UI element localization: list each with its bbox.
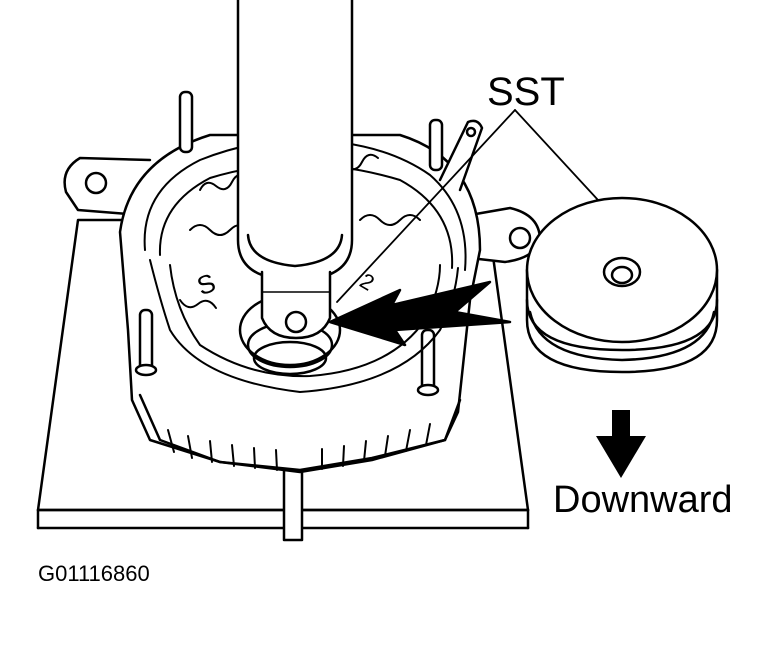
sst-label: SST [487,70,565,114]
pointing-arrow [328,280,512,347]
press-ram [236,0,354,340]
figure-id: G01116860 [38,561,150,586]
sst-tool-detail [525,196,719,374]
sst-leader-lines [336,109,599,303]
downward-arrow [596,410,646,478]
downward-label: Downward [553,479,733,521]
rotor-shaft [282,468,304,542]
